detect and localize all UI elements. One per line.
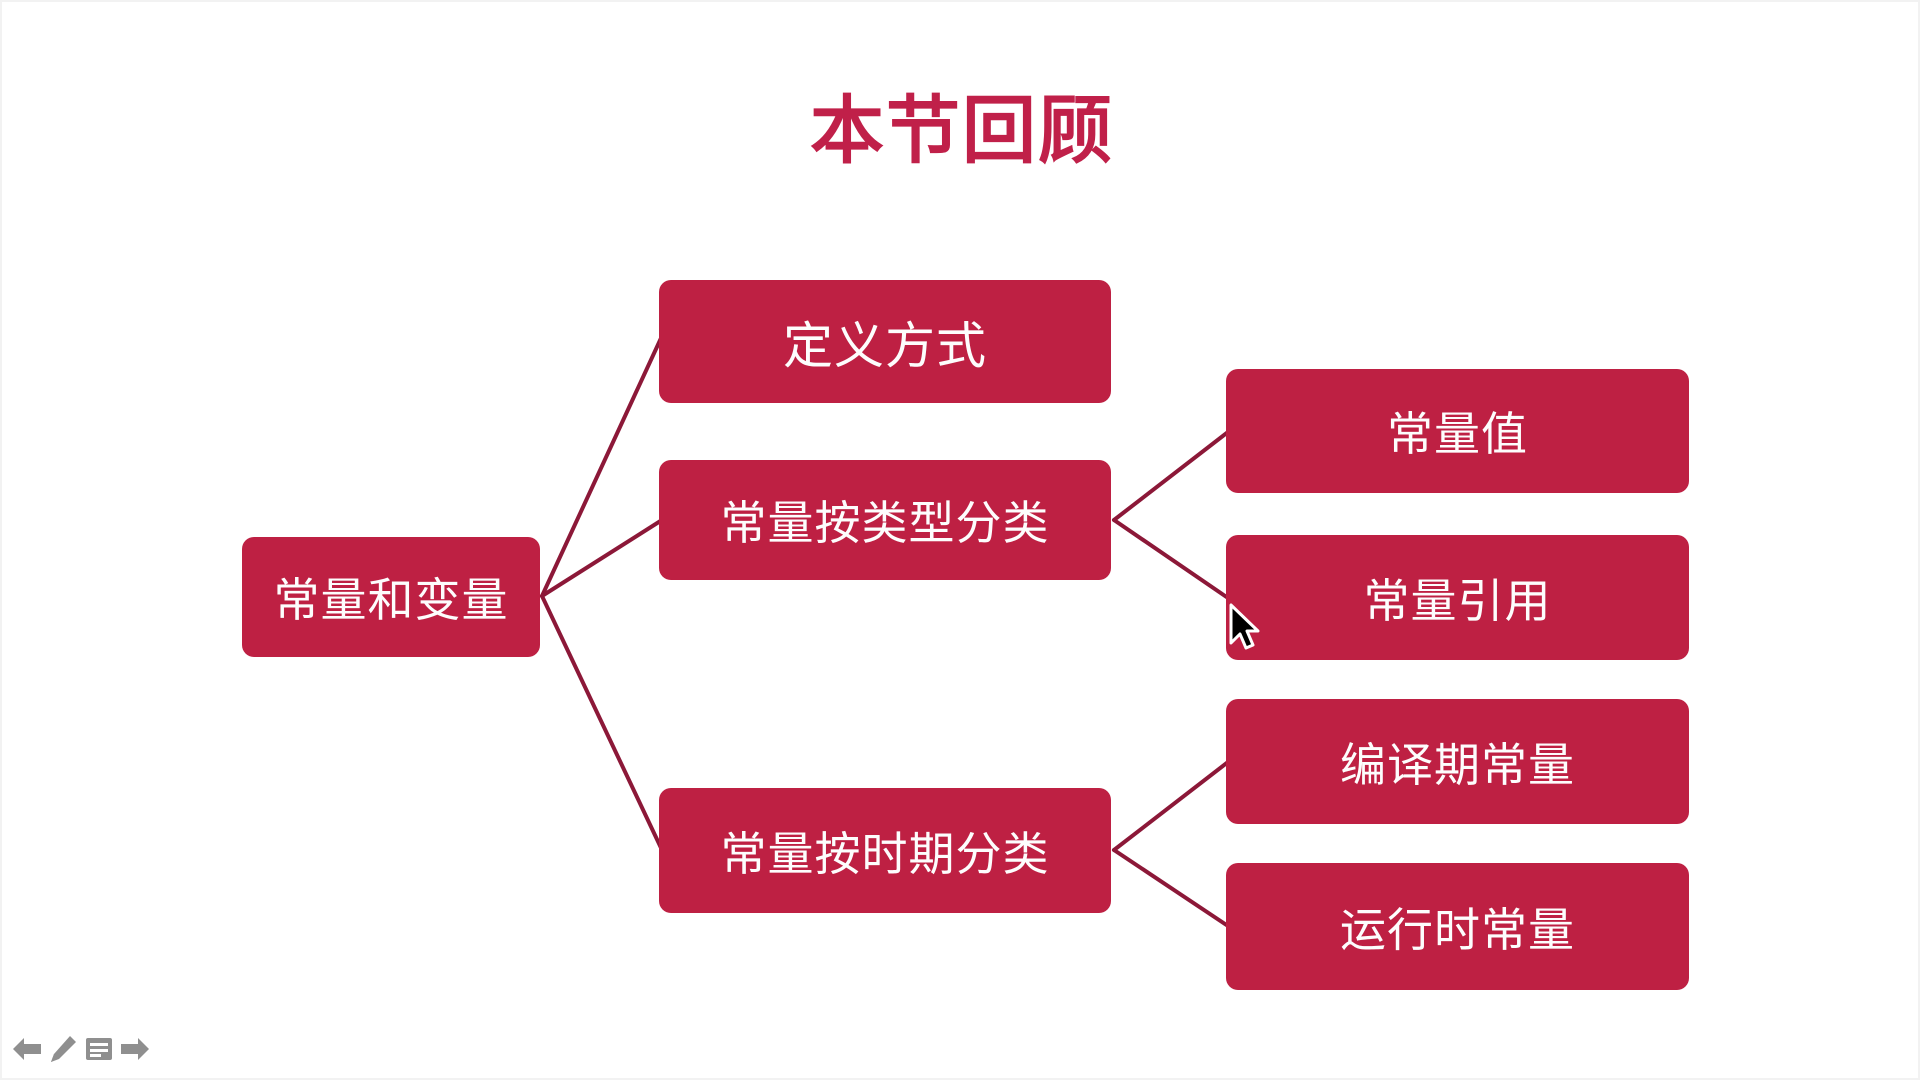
mindmap-node-compile-time-constant[interactable]: 编译期常量 [1226,699,1689,824]
node-label: 常量引用 [1363,574,1552,627]
next-slide-button[interactable] [118,1032,152,1066]
node-label: 常量按类型分类 [720,497,1050,549]
node-label: 常量值 [1387,408,1528,460]
node-label: 编译期常量 [1340,738,1575,791]
connector-by-phase-to-compile [1112,760,1230,852]
arrow-right-icon [121,1038,149,1060]
pencil-icon [51,1036,76,1062]
page-title: 本节回顾 [810,89,1114,172]
slide-menu-icon [86,1038,112,1060]
connector-root-to-by-type [540,518,664,598]
mindmap-node-definition-method[interactable]: 定义方式 [659,280,1111,403]
connector-by-type-to-const-ref [1112,518,1230,600]
presentation-toolbar [10,1028,152,1070]
mindmap-node-constant-value[interactable]: 常量值 [1226,369,1689,493]
connector-by-phase-to-runtime [1112,848,1230,928]
previous-slide-button[interactable] [10,1032,44,1066]
arrow-left-icon [13,1038,41,1060]
mindmap-node-root[interactable]: 常量和变量 [242,537,540,657]
connector-root-to-by-phase [540,594,664,852]
connector-by-type-to-const-value [1112,430,1230,522]
mindmap-node-classify-by-type[interactable]: 常量按类型分类 [659,460,1111,580]
mindmap-node-runtime-constant[interactable]: 运行时常量 [1226,863,1689,990]
node-label: 常量和变量 [273,574,509,626]
connector-root-to-def [540,334,664,598]
node-label: 常量按时期分类 [720,827,1050,880]
mindmap-node-classify-by-phase[interactable]: 常量按时期分类 [659,788,1111,913]
mindmap-node-constant-reference[interactable]: 常量引用 [1226,535,1689,660]
slide-menu-button[interactable] [82,1032,116,1066]
node-label: 运行时常量 [1340,903,1575,956]
annotate-button[interactable] [46,1032,80,1066]
node-label: 定义方式 [783,317,987,374]
